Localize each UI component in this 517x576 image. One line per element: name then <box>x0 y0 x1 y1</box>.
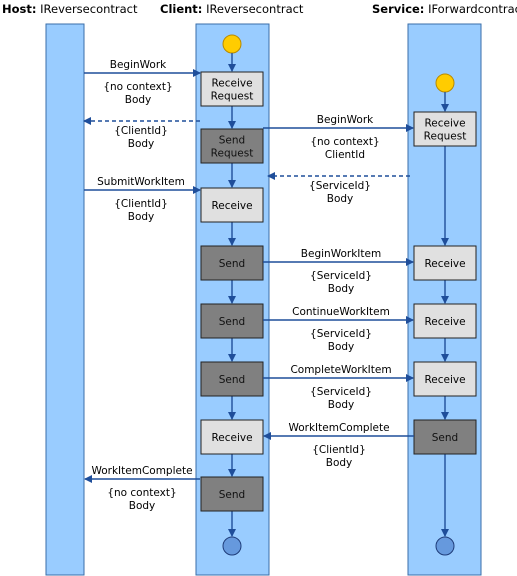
c-send-3-box <box>200 361 264 397</box>
host-lane <box>45 23 85 576</box>
msg-clientid-back-label: Body <box>128 138 155 150</box>
msg-beginworkitem-label: {ServiceId} <box>310 270 372 282</box>
msg-submitworkitem-label: {ClientId} <box>114 198 168 210</box>
s-receive-3-box <box>413 361 477 397</box>
host-contract: IReversecontract <box>40 2 138 16</box>
msg-clientid-back-label: {ClientId} <box>114 125 168 137</box>
s-receive-request-label: Request <box>424 131 467 143</box>
c-send-2-label: Send <box>219 316 245 328</box>
client-start-node <box>222 34 242 54</box>
service-role: Service: <box>372 2 425 16</box>
s-receive-request-box <box>413 111 477 147</box>
msg-continueworkitem-label: {ServiceId} <box>310 328 372 340</box>
host-role: Host: <box>2 2 37 16</box>
s-receive-request-label: Receive <box>424 118 465 130</box>
c-send-4-box <box>200 476 264 512</box>
service-header: Service: IForwardcontract <box>372 2 517 16</box>
service-contract: IForwardcontract <box>428 2 517 16</box>
client-role: Client: <box>160 2 203 16</box>
c-send-request-box <box>200 128 264 164</box>
msg-submitworkitem-label: Body <box>128 211 155 223</box>
c-send-3-label: Send <box>219 374 245 386</box>
msg-workitemcomplete-client-label: {no context} <box>107 487 176 499</box>
msg-serviceid-back-label: {ServiceId} <box>309 180 371 192</box>
msg-beginwork-host-label: BeginWork <box>110 59 167 71</box>
msg-completeworkitem-label: CompleteWorkItem <box>290 364 391 376</box>
c-send-request-label: Request <box>211 148 254 160</box>
service-start-node <box>435 73 455 93</box>
c-receive-1-label: Receive <box>211 200 252 212</box>
c-send-request-label: Send <box>219 135 245 147</box>
c-receive-1-box <box>200 187 264 223</box>
msg-beginwork-host-label: {no context} <box>103 81 172 93</box>
c-send-1-label: Send <box>219 258 245 270</box>
c-receive-request-label: Receive <box>211 78 252 90</box>
s-receive-1-box <box>413 245 477 281</box>
s-send-1-box <box>413 419 477 455</box>
msg-workitemcomplete-service-label: {ClientId} <box>312 444 366 456</box>
s-receive-2-box <box>413 303 477 339</box>
s-receive-3-label: Receive <box>424 374 465 386</box>
c-send-4-label: Send <box>219 489 245 501</box>
c-receive-request-label: Request <box>211 91 254 103</box>
msg-workitemcomplete-service-label: Body <box>326 457 353 469</box>
msg-continueworkitem-label: ContinueWorkItem <box>292 306 390 318</box>
msg-continueworkitem-label: Body <box>328 341 355 353</box>
msg-beginwork-client-label: {no context} <box>310 136 379 148</box>
client-contract: IReversecontract <box>206 2 304 16</box>
s-send-1-label: Send <box>432 432 458 444</box>
c-receive-2-label: Receive <box>211 432 252 444</box>
c-send-1-box <box>200 245 264 281</box>
msg-serviceid-back-label: Body <box>327 193 354 205</box>
s-receive-1-label: Receive <box>424 258 465 270</box>
msg-beginwork-host-label: Body <box>125 94 152 106</box>
c-receive-request-box <box>200 71 264 107</box>
msg-beginwork-client-label: BeginWork <box>317 114 374 126</box>
msg-workitemcomplete-client-label: Body <box>129 500 156 512</box>
msg-completeworkitem-label: {ServiceId} <box>310 386 372 398</box>
msg-workitemcomplete-service-label: WorkItemComplete <box>288 422 389 434</box>
msg-beginworkitem-label: Body <box>328 283 355 295</box>
c-send-2-box <box>200 303 264 339</box>
client-header: Client: IReversecontract <box>160 2 303 16</box>
msg-submitworkitem-label: SubmitWorkItem <box>97 176 185 188</box>
host-header: Host: IReversecontract <box>2 2 138 16</box>
msg-completeworkitem-label: Body <box>328 399 355 411</box>
service-end-node <box>435 536 455 556</box>
s-receive-2-label: Receive <box>424 316 465 328</box>
client-end-node <box>222 536 242 556</box>
msg-beginworkitem-label: BeginWorkItem <box>301 248 381 260</box>
msg-workitemcomplete-client-label: WorkItemComplete <box>91 465 192 477</box>
msg-beginwork-client-label: ClientId <box>325 149 365 161</box>
